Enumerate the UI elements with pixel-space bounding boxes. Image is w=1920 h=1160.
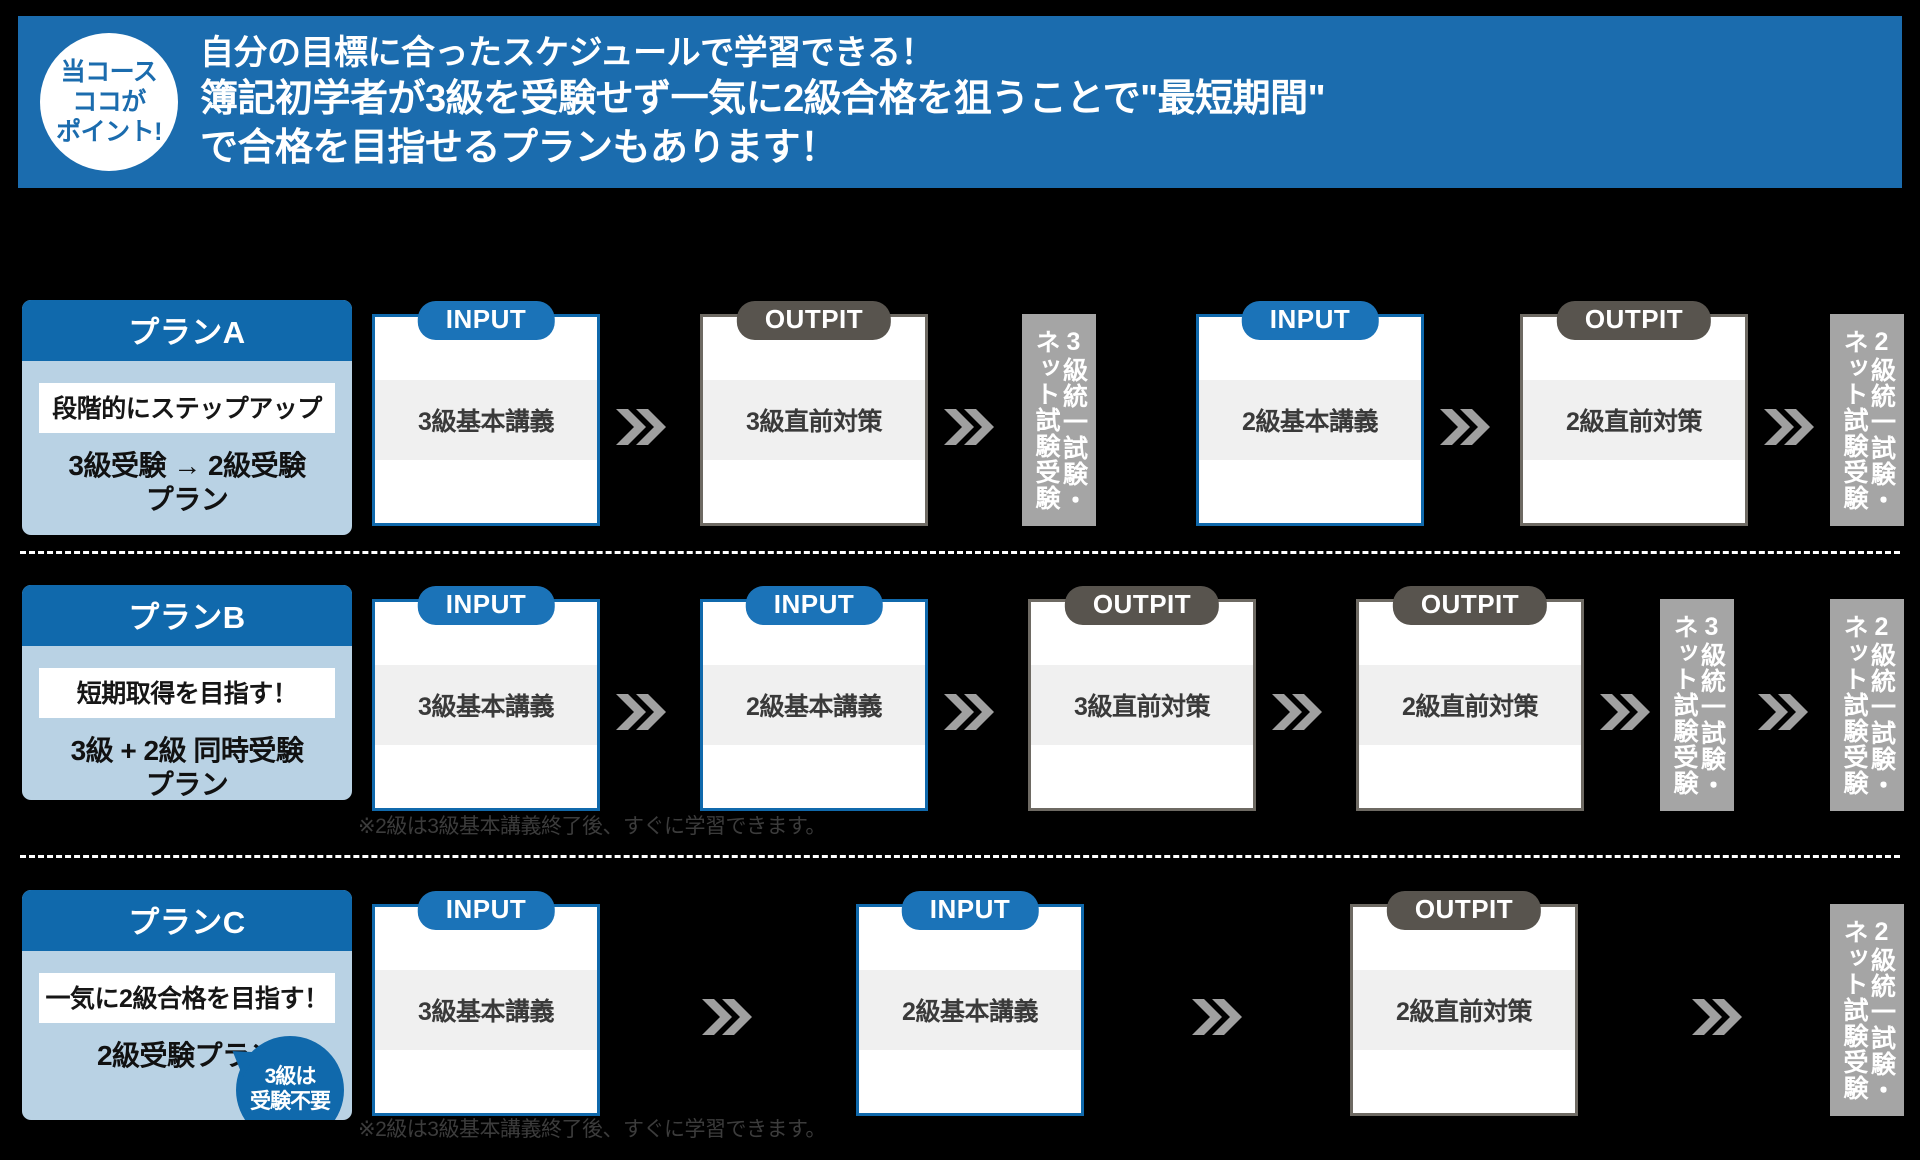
point-badge: 当コース ココが ポイント! (40, 33, 178, 171)
step-label-b-3: 3級直前対策 (1031, 665, 1253, 745)
plan-row-a: プランA 段階的にステップアップ 3級受験 → 2級受験 プラン INPUT 3… (0, 300, 1920, 540)
chevron-arrow-icon (614, 405, 668, 449)
chevron-arrow-icon (1690, 995, 1744, 1039)
footnote-plan-b: ※2級は3級基本講義終了後、すぐに学習できます。 (358, 815, 826, 838)
step-pill-input: INPUT (1241, 301, 1379, 340)
exam-bar-b-2: 2級統一試験・ネット試験受験 (1830, 599, 1904, 811)
chevron-arrow-icon (942, 690, 996, 734)
chevron-arrow-icon (1438, 405, 1492, 449)
plan-subtitle-a-line1: 3級受験 → 2級受験 (68, 450, 306, 481)
step-pill-input: INPUT (417, 586, 555, 625)
step-label-a-4: 2級直前対策 (1523, 380, 1745, 460)
exam-bar-label-b-1: 3級統一試験・ネット試験受験 (1670, 612, 1726, 798)
step-box-a-3[interactable]: INPUT 2級基本講義 (1196, 301, 1424, 526)
row-divider-ab (20, 551, 1900, 554)
step-box-c-1[interactable]: INPUT 3級基本講義 (372, 891, 600, 1116)
chevron-arrow-icon (700, 995, 754, 1039)
point-badge-line-2: ココが (72, 88, 146, 116)
point-badge-line-1: 当コース (60, 58, 158, 86)
plan-card-a: プランA 段階的にステップアップ 3級受験 → 2級受験 プラン (22, 300, 352, 535)
step-pill-input: INPUT (901, 891, 1039, 930)
plan-subtitle-b-line1: 3級 + 2級 同時受験 (70, 735, 304, 766)
step-label-b-2: 2級基本講義 (703, 665, 925, 745)
row-divider-bc (20, 855, 1900, 858)
chevron-arrow-icon (1270, 690, 1324, 734)
chevron-arrow-icon (1598, 690, 1652, 734)
exam-bar-b-1: 3級統一試験・ネット試験受験 (1660, 599, 1734, 811)
step-label-c-3: 2級直前対策 (1353, 970, 1575, 1050)
banner-line-2: 簿記初学者が3級を受験せず一気に2級合格を狙うことで"最短期間" (200, 77, 1326, 120)
no-exam-badge-line1: 3級は (264, 1065, 317, 1089)
step-pill-output: OUTPIT (1064, 586, 1220, 625)
step-label-c-1: 3級基本講義 (375, 970, 597, 1050)
chevron-arrow-icon (614, 690, 668, 734)
step-label-a-3: 2級基本講義 (1199, 380, 1421, 460)
exam-bar-label-a-1: 3級統一試験・ネット試験受験 (1032, 327, 1088, 513)
banner-headline: 自分の目標に合ったスケジュールで学習できる！ 簿記初学者が3級を受験せず一気に2… (200, 31, 1326, 174)
step-box-a-4[interactable]: OUTPIT 2級直前対策 (1520, 301, 1748, 526)
plan-title-c: プランC (22, 890, 352, 951)
exam-bar-label-b-2: 2級統一試験・ネット試験受験 (1840, 612, 1896, 798)
step-box-c-3[interactable]: OUTPIT 2級直前対策 (1350, 891, 1578, 1116)
plan-card-c: プランC 一気に2級合格を目指す！ 2級受験プラン 3級は 受験不要 (22, 890, 352, 1120)
step-label-c-2: 2級基本講義 (859, 970, 1081, 1050)
step-label-b-4: 2級直前対策 (1359, 665, 1581, 745)
plan-tag-c: 一気に2級合格を目指す！ (39, 973, 335, 1023)
chevron-arrow-icon (942, 405, 996, 449)
plan-row-b: プランB 短期取得を目指す！ 3級 + 2級 同時受験 プラン INPUT 3級… (0, 585, 1920, 825)
exam-bar-a-2: 2級統一試験・ネット試験受験 (1830, 314, 1904, 526)
plan-tag-b: 短期取得を目指す！ (39, 668, 335, 718)
step-label-a-2: 3級直前対策 (703, 380, 925, 460)
point-badge-line-3: ポイント! (56, 118, 162, 146)
step-box-a-2[interactable]: OUTPIT 3級直前対策 (700, 301, 928, 526)
chevron-arrow-icon (1762, 405, 1816, 449)
plan-subtitle-a-line2: プラン (145, 484, 229, 516)
header-banner: 当コース ココが ポイント! 自分の目標に合ったスケジュールで学習できる！ 簿記… (18, 16, 1902, 188)
step-pill-output: OUTPIT (1556, 301, 1712, 340)
plan-row-c: プランC 一気に2級合格を目指す！ 2級受験プラン 3級は 受験不要 INPUT… (0, 890, 1920, 1130)
plan-title-a: プランA (22, 300, 352, 361)
step-label-a-1: 3級基本講義 (375, 380, 597, 460)
plan-card-b: プランB 短期取得を目指す！ 3級 + 2級 同時受験 プラン (22, 585, 352, 800)
step-box-b-1[interactable]: INPUT 3級基本講義 (372, 586, 600, 811)
step-box-b-4[interactable]: OUTPIT 2級直前対策 (1356, 586, 1584, 811)
step-box-a-1[interactable]: INPUT 3級基本講義 (372, 301, 600, 526)
step-pill-input: INPUT (745, 586, 883, 625)
banner-line-3: で合格を目指せるプランもあります！ (200, 127, 838, 170)
step-box-c-2[interactable]: INPUT 2級基本講義 (856, 891, 1084, 1116)
footnote-plan-c: ※2級は3級基本講義終了後、すぐに学習できます。 (358, 1118, 826, 1141)
plan-title-b: プランB (22, 585, 352, 646)
plan-tag-a: 段階的にステップアップ (39, 383, 335, 433)
step-pill-output: OUTPIT (1386, 891, 1542, 930)
exam-bar-a-1: 3級統一試験・ネット試験受験 (1022, 314, 1096, 526)
step-pill-input: INPUT (417, 301, 555, 340)
no-exam-badge-line2: 受験不要 (250, 1090, 331, 1113)
step-pill-output: OUTPIT (1392, 586, 1548, 625)
step-box-b-3[interactable]: OUTPIT 3級直前対策 (1028, 586, 1256, 811)
exam-bar-label-c-1: 2級統一試験・ネット試験受験 (1840, 917, 1896, 1103)
banner-line-1: 自分の目標に合ったスケジュールで学習できる！ (200, 33, 934, 72)
chevron-arrow-icon (1756, 690, 1810, 734)
step-pill-output: OUTPIT (736, 301, 892, 340)
plan-subtitle-a: 3級受験 → 2級受験 プラン (22, 449, 352, 517)
exam-bar-c-1: 2級統一試験・ネット試験受験 (1830, 904, 1904, 1116)
step-box-b-2[interactable]: INPUT 2級基本講義 (700, 586, 928, 811)
plan-subtitle-b: 3級 + 2級 同時受験 プラン (22, 734, 352, 800)
step-pill-input: INPUT (417, 891, 555, 930)
step-label-b-1: 3級基本講義 (375, 665, 597, 745)
no-exam-badge: 3級は 受験不要 (236, 1036, 344, 1120)
plan-subtitle-b-line2: プラン (145, 769, 229, 800)
exam-bar-label-a-2: 2級統一試験・ネット試験受験 (1840, 327, 1896, 513)
chevron-arrow-icon (1190, 995, 1244, 1039)
